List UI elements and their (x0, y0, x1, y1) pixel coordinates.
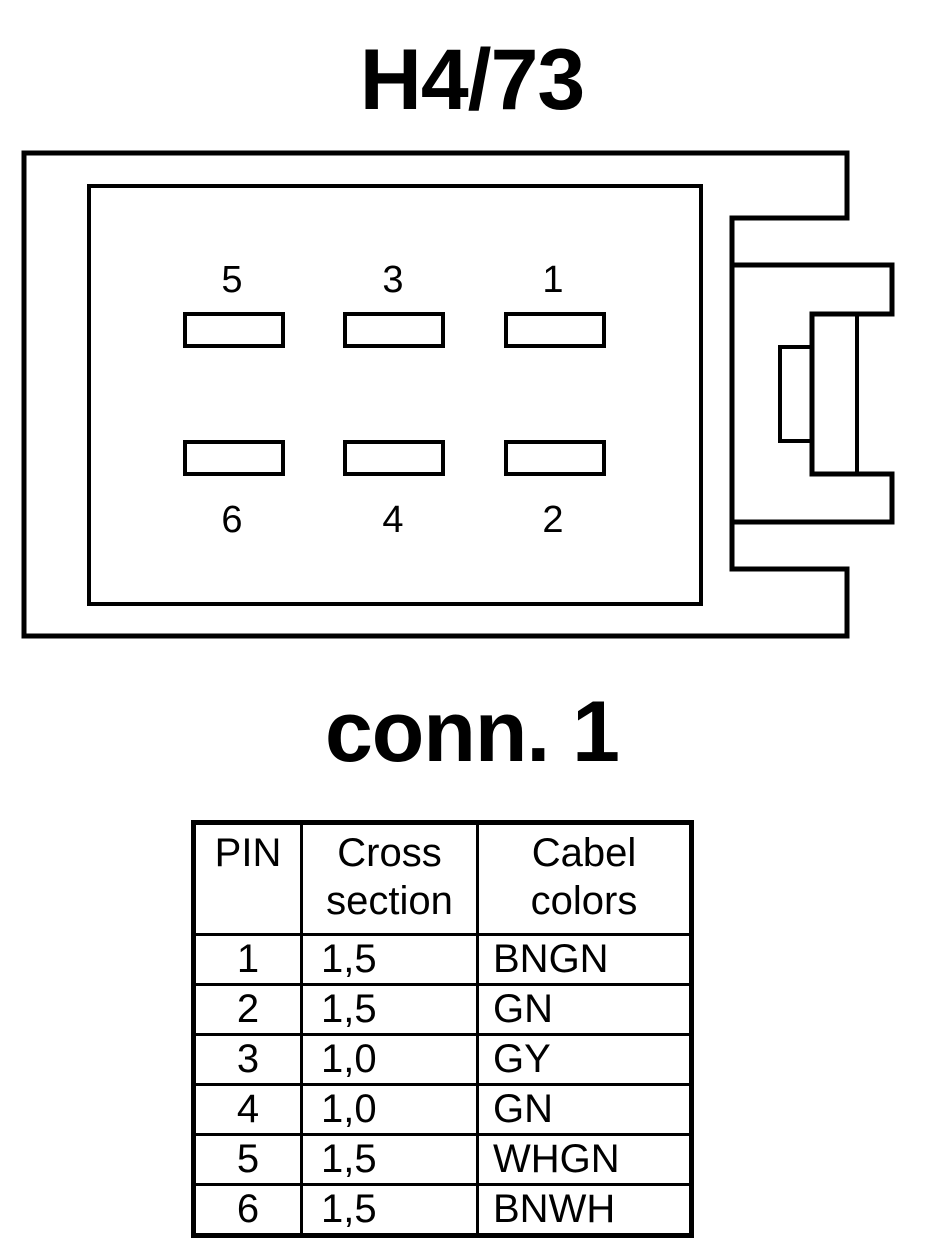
cell-cable-color: GN (476, 983, 693, 1036)
table-row: 3 1,0 GY (192, 1033, 693, 1086)
header-pin: PIN (192, 821, 303, 936)
pin-label: 1 (542, 259, 563, 301)
cell-pin: 1 (192, 933, 303, 986)
cell-cross-section: 1,5 (300, 933, 479, 986)
table-header-row: PIN Cross section Cabel colors (192, 821, 693, 936)
latch-tab (778, 345, 814, 443)
header-cross-line1: Cross (337, 831, 442, 875)
cell-cross-section: 1,5 (300, 1183, 479, 1237)
header-cross-line2: section (326, 879, 453, 923)
pin-label: 2 (542, 499, 563, 541)
table-row: 2 1,5 GN (192, 983, 693, 1036)
pin-terminal-1 (504, 312, 606, 348)
cell-cross-section: 1,0 (300, 1033, 479, 1086)
connector-housing (21, 150, 850, 639)
cell-cross-section: 1,5 (300, 1133, 479, 1186)
pin-table: PIN Cross section Cabel colors 1 1,5 BNG… (191, 820, 694, 1238)
cell-cable-color: BNWH (476, 1183, 693, 1237)
cell-cable-color: GN (476, 1083, 693, 1136)
table-row: 5 1,5 WHGN (192, 1133, 693, 1186)
pin-terminal-2 (504, 440, 606, 476)
pin-terminal-5 (183, 312, 285, 348)
header-pin-label: PIN (214, 831, 282, 875)
pin-terminal-6 (183, 440, 285, 476)
diagram-title: H4/73 (359, 32, 586, 128)
connector-cavity (87, 184, 703, 606)
table-row: 6 1,5 BNWH (192, 1183, 693, 1237)
cell-cross-section: 1,0 (300, 1083, 479, 1136)
table-row: 4 1,0 GN (192, 1083, 693, 1136)
cell-pin: 3 (192, 1033, 303, 1086)
pin-label: 4 (382, 499, 403, 541)
cell-pin: 6 (192, 1183, 303, 1237)
pin-label: 6 (221, 499, 242, 541)
cell-cable-color: WHGN (476, 1133, 693, 1186)
pin-label: 5 (221, 259, 242, 301)
table-row: 1 1,5 BNGN (192, 933, 693, 986)
connector-label: conn. 1 (324, 684, 620, 780)
header-cross-section: Cross section (300, 821, 479, 936)
cell-pin: 2 (192, 983, 303, 1036)
pin-label: 3 (382, 259, 403, 301)
cell-pin: 4 (192, 1083, 303, 1136)
header-colors-line1: Cabel (531, 831, 637, 875)
cell-cable-color: GY (476, 1033, 693, 1086)
cell-pin: 5 (192, 1133, 303, 1186)
cell-cable-color: BNGN (476, 933, 693, 986)
header-cable-colors: Cabel colors (476, 821, 693, 936)
header-colors-line2: colors (530, 879, 638, 923)
pin-terminal-3 (343, 312, 445, 348)
pin-terminal-4 (343, 440, 445, 476)
connector-drawing: 5 3 1 6 4 2 (21, 150, 895, 639)
cell-cross-section: 1,5 (300, 983, 479, 1036)
